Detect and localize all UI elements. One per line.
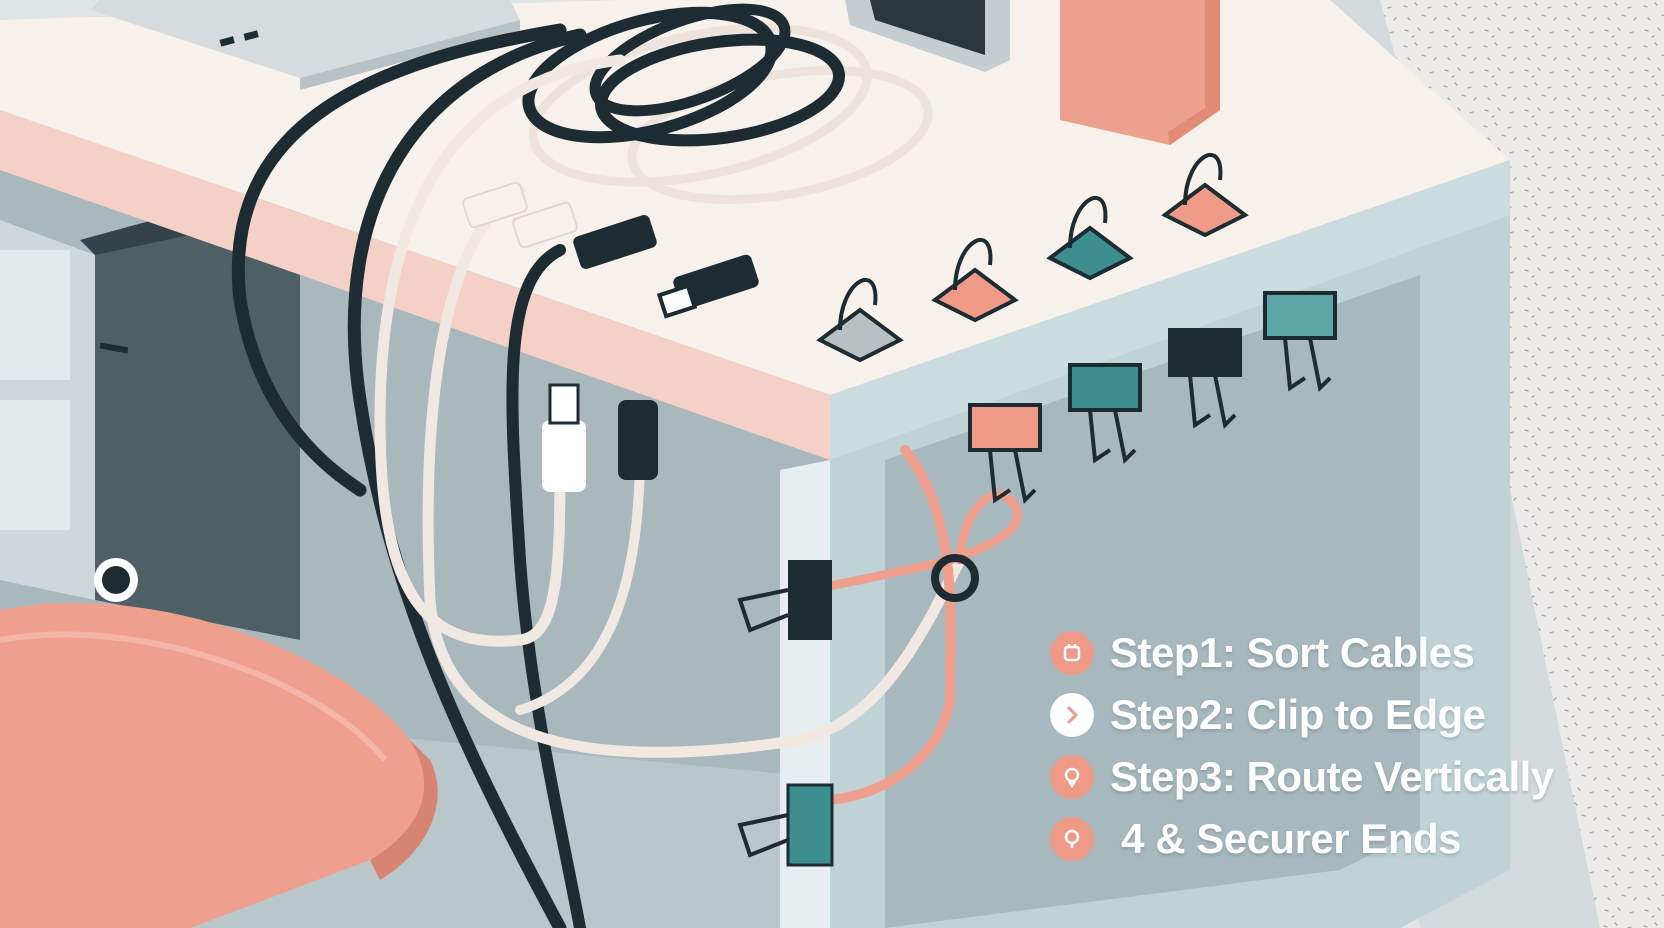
step-2: Step2: Clip to Edge bbox=[1050, 690, 1554, 740]
pen-holder bbox=[1060, 0, 1220, 145]
steps-list: Step1: Sort Cables Step2: Clip to Edge S… bbox=[1050, 628, 1554, 864]
hanging-cables bbox=[231, 23, 1022, 928]
cable-clip-icon bbox=[1050, 631, 1094, 675]
laptop bbox=[90, 0, 520, 90]
binder-clips-edge bbox=[968, 291, 1337, 505]
usb-plug-hanging-dark bbox=[618, 400, 658, 480]
cable-tie-icon bbox=[1050, 817, 1094, 861]
filing-cabinet bbox=[0, 180, 330, 640]
usb-plug-light bbox=[462, 181, 578, 249]
coiled-cables bbox=[522, 3, 933, 205]
binder-clips-leg bbox=[737, 554, 979, 867]
step-3-label: Step3: Route Vertically bbox=[1110, 753, 1554, 800]
desk-side-edge bbox=[830, 160, 1510, 460]
step-4-label: 4 & Securer Ends bbox=[1110, 815, 1461, 862]
step-1-label: Step1: Sort Cables bbox=[1110, 629, 1475, 676]
usb-plug-dark bbox=[573, 215, 759, 319]
step-2-label: Step2: Clip to Edge bbox=[1110, 691, 1486, 738]
chevron-right-icon bbox=[1050, 693, 1094, 737]
usb-plug-hanging-white bbox=[542, 383, 586, 492]
step-3: Step3: Route Vertically bbox=[1050, 752, 1554, 802]
binder-clips-desk bbox=[816, 153, 1249, 363]
monitor bbox=[845, 0, 1010, 72]
desk-front-edge bbox=[0, 110, 830, 460]
cable-loop-icon bbox=[1050, 755, 1094, 799]
chair bbox=[0, 602, 438, 928]
step-1: Step1: Sort Cables bbox=[1050, 628, 1554, 678]
step-4: 4 & Securer Ends bbox=[1050, 814, 1554, 864]
